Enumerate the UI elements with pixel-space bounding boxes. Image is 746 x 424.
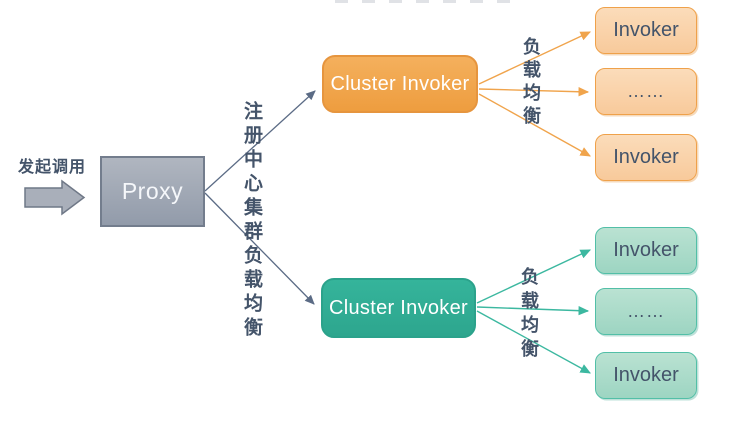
proxy-node: Proxy [100,156,205,227]
edge-clusterbottom-invoker1 [476,249,592,304]
cluster-invoker-top: Cluster Invoker [322,55,478,113]
registry-cluster-lb-label: 注册中心集群负载均衡 [241,101,262,341]
edge-clustertop-invoker3 [478,93,591,157]
invoker-top-2-label: Invoker [613,146,679,168]
cropped-title-remnant [335,0,515,3]
invoker-bottom-2-label: Invoker [613,364,679,386]
cluster-invoker-bottom: Cluster Invoker [321,278,476,338]
invoker-top-1: Invoker [595,7,697,54]
load-balance-label-bottom: 负载均衡 [519,267,539,363]
edge-clustertop-invoker1 [478,31,592,85]
invoker-bottom-ellipsis: …… [595,288,697,335]
invoker-top-ellipsis-label: …… [627,81,665,101]
edge-proxy-to-cluster-top [204,90,316,192]
invoker-top-2: Invoker [595,134,697,181]
invoker-bottom-ellipsis-label: …… [627,301,665,321]
invoker-top-1-label: Invoker [613,19,679,41]
call-block-arrow [24,179,86,216]
proxy-label: Proxy [121,178,184,204]
cluster-invoker-top-label: Cluster Invoker [330,72,470,95]
invoker-bottom-1-label: Invoker [613,239,679,261]
edge-clusterbottom-invoker3 [476,310,591,374]
cluster-invoker-bottom-label: Cluster Invoker [329,296,468,319]
invoker-bottom-2: Invoker [595,352,697,399]
invoker-top-ellipsis: …… [595,68,697,115]
edge-clusterbottom-invoker2 [476,305,590,316]
invoker-bottom-1: Invoker [595,227,697,274]
call-source-label: 发起调用 [18,159,87,176]
edge-clustertop-invoker2 [478,87,590,97]
edge-proxy-to-cluster-bottom [204,192,315,305]
load-balance-label-top: 负载均衡 [521,37,541,129]
